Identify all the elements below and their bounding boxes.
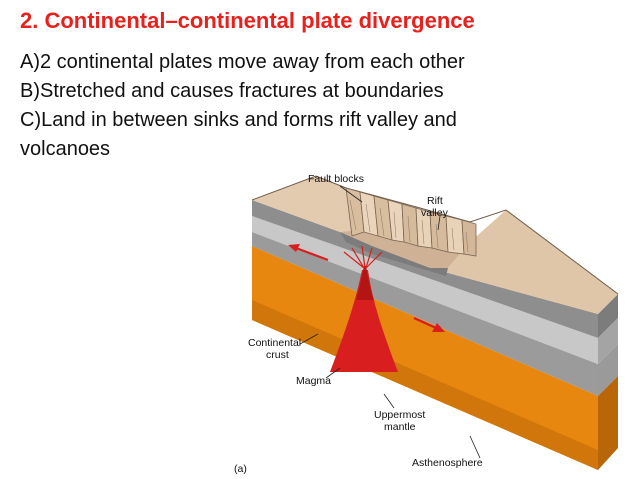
left-plateau bbox=[252, 176, 358, 232]
label-rift-line2: valley bbox=[421, 207, 449, 219]
label-continental-line1: Continental bbox=[248, 337, 301, 349]
mantle-band bbox=[252, 216, 598, 364]
bullet-c: C)Land in between sinks and forms rift v… bbox=[20, 109, 457, 131]
arrow-left bbox=[288, 244, 329, 262]
block-top-surface bbox=[251, 175, 619, 314]
rift-floor bbox=[340, 224, 470, 268]
label-mantle-line2: mantle bbox=[384, 421, 416, 433]
bullet-list: A)2 continental plates move away from ea… bbox=[20, 48, 580, 164]
figure-tag: (a) bbox=[234, 463, 247, 475]
fault-blocks bbox=[345, 187, 477, 257]
bullet-b: B)Stretched and causes fractures at boun… bbox=[20, 80, 444, 102]
leader-lines bbox=[299, 185, 481, 459]
arrow-right bbox=[413, 316, 445, 332]
label-fault-blocks: Fault blocks bbox=[308, 173, 364, 185]
bullet-c-continued: volcanoes bbox=[20, 138, 111, 160]
right-plateau bbox=[430, 210, 618, 314]
label-rift-line1: Rift bbox=[427, 195, 443, 207]
label-mantle-line1: Uppermost bbox=[374, 409, 425, 421]
label-magma: Magma bbox=[296, 375, 331, 387]
block-right-face bbox=[598, 294, 618, 470]
label-continental-line2: crust bbox=[266, 349, 289, 361]
slide-title: 2. Continental–continental plate diverge… bbox=[20, 8, 475, 33]
label-asthenosphere: Asthenosphere bbox=[412, 457, 483, 469]
mantle-lower-band bbox=[252, 232, 598, 396]
magma-plume bbox=[330, 245, 398, 372]
bullet-a: A)2 continental plates move away from ea… bbox=[20, 51, 465, 73]
